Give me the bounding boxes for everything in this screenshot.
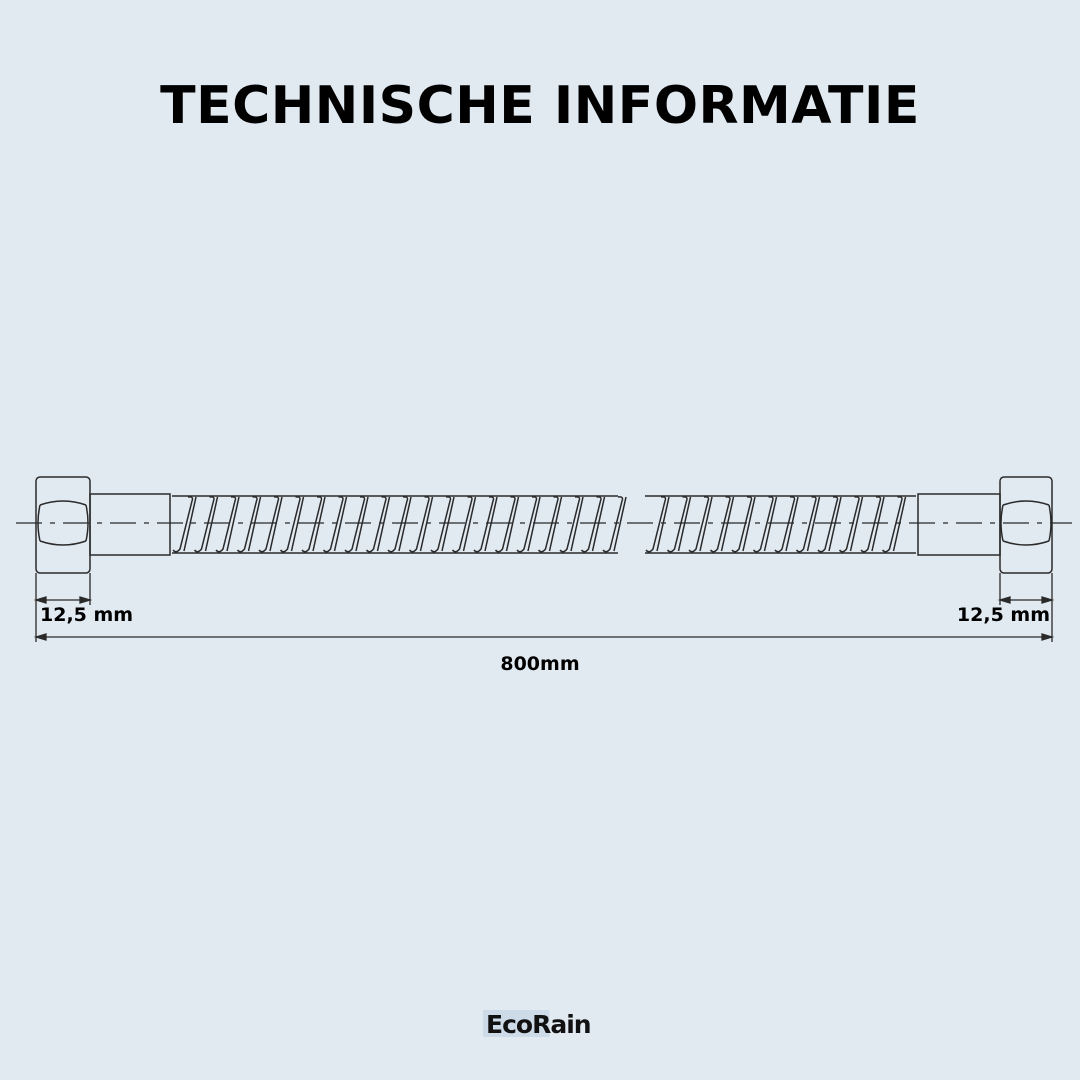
hose-coil xyxy=(193,496,219,553)
hose-helix xyxy=(172,495,916,554)
hose-coil xyxy=(645,496,670,553)
hose-coil xyxy=(301,496,326,553)
hose-coil xyxy=(838,496,864,553)
hose-coil xyxy=(731,496,756,553)
page-title: TECHNISCHE INFORMATIE xyxy=(160,76,920,136)
hose-coil xyxy=(258,496,283,553)
hose-coil xyxy=(688,496,713,553)
hose-coil xyxy=(795,496,821,553)
hose-coil xyxy=(473,496,498,553)
hose-coil xyxy=(537,496,563,553)
right-nut-dimension: 12,5 mm xyxy=(956,604,1050,626)
hose-coil xyxy=(860,496,885,553)
dimension-lines xyxy=(33,573,1055,642)
hose-coil xyxy=(709,496,735,553)
hose-coil xyxy=(774,496,799,553)
hose-coil xyxy=(236,496,262,553)
total-length-dimension: 800mm xyxy=(500,653,580,675)
hose-coil xyxy=(516,496,541,553)
hose-coil xyxy=(215,496,240,553)
hose-outline xyxy=(172,495,618,554)
hose-technical-drawing xyxy=(16,476,1072,642)
hose-coil xyxy=(279,496,305,553)
hose-coil xyxy=(752,496,778,553)
hose-coil xyxy=(559,496,584,553)
hose-coil xyxy=(666,496,692,553)
right-sleeve xyxy=(917,493,1001,556)
hose-coil xyxy=(408,496,434,553)
hose-coil xyxy=(580,496,606,553)
hose-coil xyxy=(387,496,412,553)
hose-coil xyxy=(494,496,520,553)
hose-coil xyxy=(365,496,391,553)
hose-coil xyxy=(881,496,907,553)
hose-coil xyxy=(817,496,842,553)
hose-coil xyxy=(602,496,627,553)
hose-coil xyxy=(430,496,455,553)
hose-coil xyxy=(451,496,477,553)
left-sleeve xyxy=(89,493,171,556)
hose-coil xyxy=(172,496,197,553)
left-nut-dimension: 12,5 mm xyxy=(40,604,134,626)
hose-outline xyxy=(645,495,916,554)
brand-logo: EcoRain xyxy=(483,1010,594,1039)
right-hex-nut xyxy=(999,476,1053,574)
hose-coil xyxy=(344,496,369,553)
hose-coil xyxy=(322,496,348,553)
left-hex-nut xyxy=(35,476,91,574)
